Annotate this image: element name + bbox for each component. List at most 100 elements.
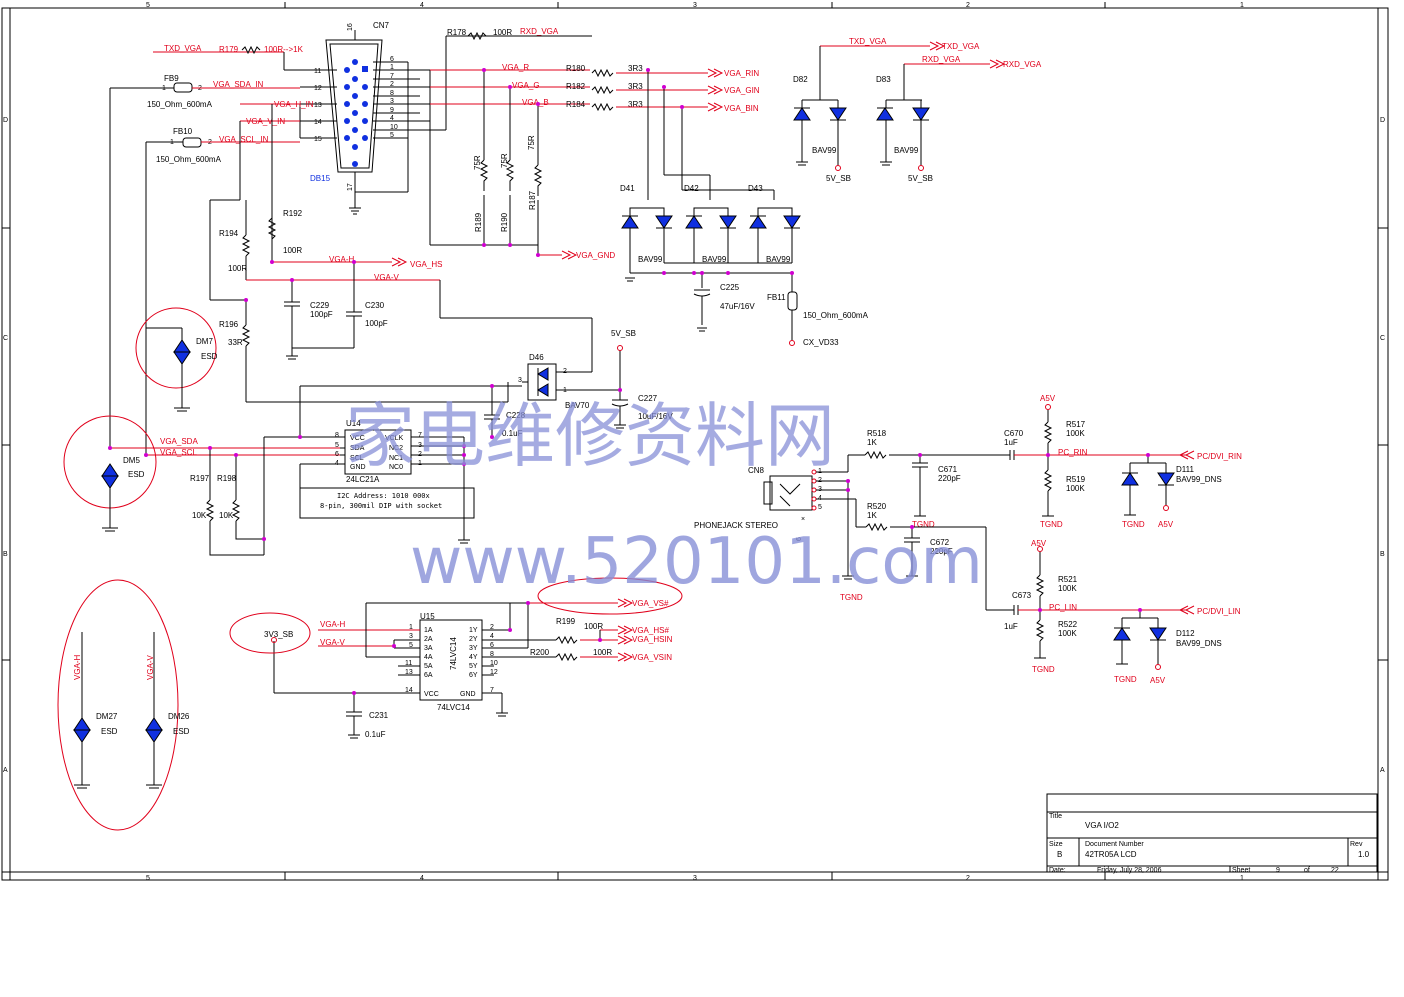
c671-val: 220pF xyxy=(938,474,961,483)
c670-val: 1uF xyxy=(1004,438,1018,447)
esd-diode-array: D41 D42 D43 BAV99 BAV99 BAV99 C225 47uF/… xyxy=(620,70,869,347)
svg-text:1: 1 xyxy=(409,624,413,631)
svg-text:3: 3 xyxy=(390,98,394,105)
d83-ref: D83 xyxy=(876,75,891,84)
col-label-4-bottom: 4 xyxy=(420,875,424,882)
svg-text:4: 4 xyxy=(490,633,494,640)
fb11-val: 150_Ohm_600mA xyxy=(803,311,869,320)
r178-ref: R178 xyxy=(447,28,467,37)
net-vga-h: VGA-H xyxy=(329,255,355,264)
svg-text:2: 2 xyxy=(390,81,394,88)
r189-val: 75R xyxy=(473,155,482,170)
d112-part: BAV99_DNS xyxy=(1176,639,1222,648)
r522-ref: R522 xyxy=(1058,620,1078,629)
svg-text:12: 12 xyxy=(314,85,322,92)
of-label: of xyxy=(1304,867,1310,874)
c225-ref: C225 xyxy=(720,283,740,292)
svg-text:2: 2 xyxy=(490,624,494,631)
d46-ref: D46 xyxy=(529,353,544,362)
col-label-2: 2 xyxy=(966,2,970,9)
u15-pin-3a: 3A xyxy=(424,645,433,652)
net-vga-h-3: VGA-H xyxy=(73,654,82,680)
phonejack-label: PHONEJACK STEREO xyxy=(694,521,778,530)
r196-val: 33R xyxy=(228,338,243,347)
col-label-5: 5 xyxy=(146,2,150,9)
a5v-d112: A5V xyxy=(1150,676,1166,685)
esd-dm5: DM5 ESD xyxy=(63,415,157,532)
row-label-a-right: A xyxy=(1380,767,1385,774)
net-vga-scl-in: VGA_SCL_IN xyxy=(219,135,269,144)
svg-text:3: 3 xyxy=(409,633,413,640)
i2c-note-2: 8-pin, 300mil DIP with socket xyxy=(320,502,442,510)
r197-ref: R197 xyxy=(190,474,210,483)
svg-text:2: 2 xyxy=(563,368,567,375)
c231-ref: C231 xyxy=(369,711,389,720)
doc-number-value: 42TR05A LCD xyxy=(1085,850,1137,859)
svg-text:17: 17 xyxy=(347,183,354,191)
r198-ref: R198 xyxy=(217,474,237,483)
cn8-ref: CN8 xyxy=(748,466,765,475)
svg-text:3: 3 xyxy=(518,377,522,384)
svg-text:8: 8 xyxy=(335,432,339,439)
d42-part: BAV99 xyxy=(702,255,727,264)
col-label-5-bottom: 5 xyxy=(146,875,150,882)
net-vga-v-2: VGA-V xyxy=(320,638,346,647)
r522-val: 100K xyxy=(1058,629,1077,638)
u15-ref: U15 xyxy=(420,612,435,621)
r199-ref: R199 xyxy=(556,617,576,626)
svg-text:4: 4 xyxy=(390,115,394,122)
r200-ref: R200 xyxy=(530,648,550,657)
net-vga-gin: VGA_GIN xyxy=(724,86,760,95)
fb10-val: 150_Ohm_600mA xyxy=(156,155,222,164)
date-value: Friday, July 28, 2006 xyxy=(1097,867,1162,874)
tgnd-d112: TGND xyxy=(1114,675,1137,684)
net-rxd-vga-2: RXD_VGA xyxy=(922,55,961,64)
net-vga-h-in: VGA_H_IN xyxy=(274,100,314,109)
svg-text:10: 10 xyxy=(390,124,398,131)
u14-pin-nc0: NC0 xyxy=(389,464,403,471)
u15-part-inner: 74LVC14 xyxy=(449,637,458,670)
row-label-c-right: C xyxy=(1380,335,1385,342)
d111-part: BAV99_DNS xyxy=(1176,475,1222,484)
net-vga-vs-hash: VGA_VS# xyxy=(632,599,669,608)
size-value: B xyxy=(1057,850,1062,859)
net-vga-rin: VGA_RIN xyxy=(724,69,759,78)
u15-pin-vcc: VCC xyxy=(424,691,439,698)
r517-val: 100K xyxy=(1066,429,1085,438)
d83-5vsb: 5V_SB xyxy=(908,174,933,183)
u14-pin-scl: SCL xyxy=(350,455,364,462)
svg-text:5: 5 xyxy=(335,442,339,449)
u14-pin-gnd: GND xyxy=(350,464,366,471)
r520-val: 1K xyxy=(867,511,877,520)
title-label: Title xyxy=(1049,813,1062,820)
r518-val: 1K xyxy=(867,438,877,447)
dm7-ref: DM7 xyxy=(196,337,213,346)
tgnd-c671: TGND xyxy=(912,520,935,529)
u15-pin-4y: 4Y xyxy=(469,654,478,661)
c673-ref: C673 xyxy=(1012,591,1032,600)
fb10-ref: FB10 xyxy=(173,127,193,136)
svg-text:10: 10 xyxy=(490,660,498,667)
sheet-value: 9 xyxy=(1276,867,1280,874)
tgnd-r519: TGND xyxy=(1040,520,1063,529)
u14-pin-vcc: VCC xyxy=(350,435,365,442)
rev-value: 1.0 xyxy=(1358,850,1370,859)
doc-number-label: Document Number xyxy=(1085,841,1144,848)
u14-eeprom: U14 24LC21A VCC SDA SCL GND VCLK NC2 NC1… xyxy=(299,386,526,544)
d82-5vsb: 5V_SB xyxy=(826,174,851,183)
net-vga-v-in: VGA_V_IN xyxy=(246,117,285,126)
c227-val: 10uF/16V xyxy=(638,412,673,421)
u14-ref: U14 xyxy=(346,419,361,428)
watermark-cn: 家电维修资料网 xyxy=(345,395,835,477)
u15-pin-3y: 3Y xyxy=(469,645,478,652)
c228-val: 0.1uF xyxy=(502,429,523,438)
col-label-2-bottom: 2 xyxy=(966,875,970,882)
u15-pin-1y: 1Y xyxy=(469,627,478,634)
row-label-d-right: D xyxy=(1380,117,1385,124)
svg-text:1: 1 xyxy=(390,64,394,71)
svg-text:8: 8 xyxy=(390,90,394,97)
c673-val: 1uF xyxy=(1004,622,1018,631)
col-label-3-bottom: 3 xyxy=(693,875,697,882)
